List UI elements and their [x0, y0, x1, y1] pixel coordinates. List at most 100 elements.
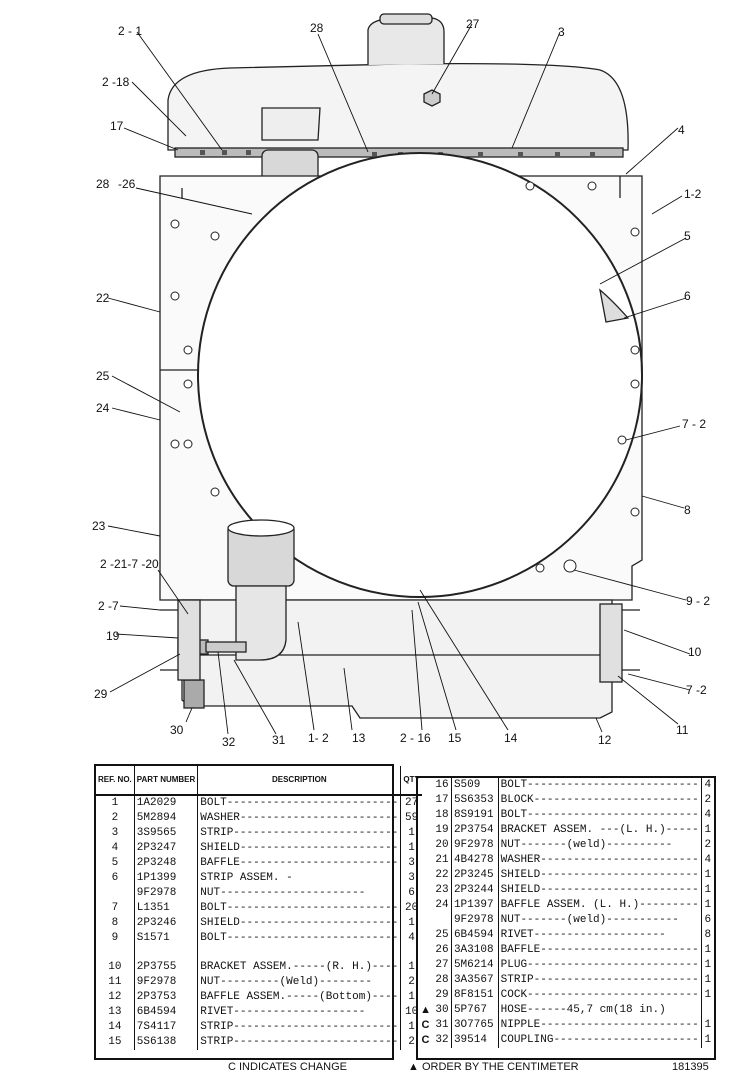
quantity: 10 — [404, 1006, 419, 1018]
description: STRIP------------------------- — [197, 1020, 402, 1035]
description: BAFFLE------------------------ — [197, 856, 402, 871]
callout-15: 15 — [448, 731, 462, 745]
part-number: 2P3245 — [451, 868, 499, 883]
change-note: C INDICATES CHANGE — [228, 1061, 347, 1073]
ref-number: 31 — [433, 1018, 452, 1033]
description: SHIELD------------------------ — [498, 883, 702, 898]
part-number: 5M2894 — [134, 811, 199, 826]
part-number: 2P3755 — [134, 960, 199, 975]
filler-neck — [367, 17, 445, 65]
callout-10: 10 — [688, 645, 702, 659]
description: BOLT-------------------------- — [197, 901, 402, 916]
quantity: 4 — [704, 809, 712, 821]
description: PLUG-------------------------- — [498, 958, 702, 973]
description: BAFFLE------------------------ — [498, 943, 702, 958]
description: WASHER------------------------ — [197, 811, 402, 826]
quantity: 2 — [408, 976, 415, 988]
quantity: 4 — [704, 854, 712, 866]
part-number: 8F8151 — [451, 988, 499, 1003]
description: BOLT-------------------------- — [197, 931, 402, 946]
change-mark: C — [421, 1034, 430, 1046]
ref-number: 24 — [433, 898, 452, 913]
part-number: 6B4594 — [451, 928, 499, 943]
part-number: 9F2978 — [134, 975, 199, 990]
fan-opening — [197, 152, 643, 598]
ref-number: 15 — [96, 1035, 135, 1050]
quantity: 1 — [704, 959, 712, 971]
callout-12: 12 — [598, 733, 612, 747]
quantity: 27 — [404, 797, 419, 809]
doc-number: 181395 — [672, 1061, 709, 1073]
description: NIPPLE------------------------ — [498, 1018, 702, 1033]
ref-number — [433, 913, 452, 928]
callout-5: 5 — [684, 229, 691, 243]
callout-32: 32 — [222, 735, 236, 749]
ref-number — [96, 886, 135, 901]
description: BOLT-------------------------- — [498, 778, 702, 793]
quantity: 1 — [704, 869, 712, 881]
change-mark — [418, 793, 433, 808]
part-number — [134, 946, 199, 960]
ref-number: 5 — [96, 856, 135, 871]
part-number: 4B4278 — [451, 853, 499, 868]
change-mark — [418, 808, 433, 823]
part-number: 7S4117 — [134, 1020, 199, 1035]
change-mark — [418, 778, 433, 793]
description: RIVET-------------------- — [197, 1005, 402, 1020]
ref-number: 13 — [96, 1005, 135, 1020]
change-mark — [418, 943, 433, 958]
part-number: 3S9565 — [134, 826, 199, 841]
description: COUPLING---------------------- — [498, 1033, 702, 1048]
quantity: 2 — [704, 839, 712, 851]
ref-number: 10 — [96, 960, 135, 975]
quantity: 8 — [704, 929, 712, 941]
ref-number: 11 — [96, 975, 135, 990]
callout-7-2-top: 7 - 2 — [682, 417, 707, 431]
ref-number: 26 — [433, 943, 452, 958]
part-number: 1P1397 — [451, 898, 499, 913]
callout-13: 13 — [352, 731, 366, 745]
quantity — [701, 1003, 714, 1018]
part-number: 9F2978 — [451, 913, 499, 928]
header-description: DESCRIPTION — [197, 766, 402, 796]
callout-25: 25 — [96, 369, 110, 383]
ref-number: 23 — [433, 883, 452, 898]
change-mark — [418, 853, 433, 868]
quantity: 1 — [704, 974, 712, 986]
top-outlet-hose — [261, 107, 321, 141]
callout-2-1: 2 - 1 — [118, 24, 143, 38]
change-mark — [418, 838, 433, 853]
quantity: 3 — [408, 857, 415, 869]
part-number: L1351 — [134, 901, 199, 916]
left-bracket — [177, 599, 201, 681]
description: BRACKET ASSEM. ---(L. H.)----- — [498, 823, 702, 838]
description: HOSE------45,7 cm(18 in.) — [498, 1003, 702, 1018]
quantity: 1 — [408, 961, 415, 973]
quantity: 1 — [704, 1034, 712, 1046]
table-row — [96, 946, 422, 960]
ref-number: 19 — [433, 823, 452, 838]
part-number: 8S9191 — [451, 808, 499, 823]
description: BOLT-------------------------- — [498, 808, 702, 823]
callout-30: 30 — [170, 723, 184, 737]
radiator-drawing — [107, 13, 691, 735]
ref-number: 14 — [96, 1020, 135, 1035]
